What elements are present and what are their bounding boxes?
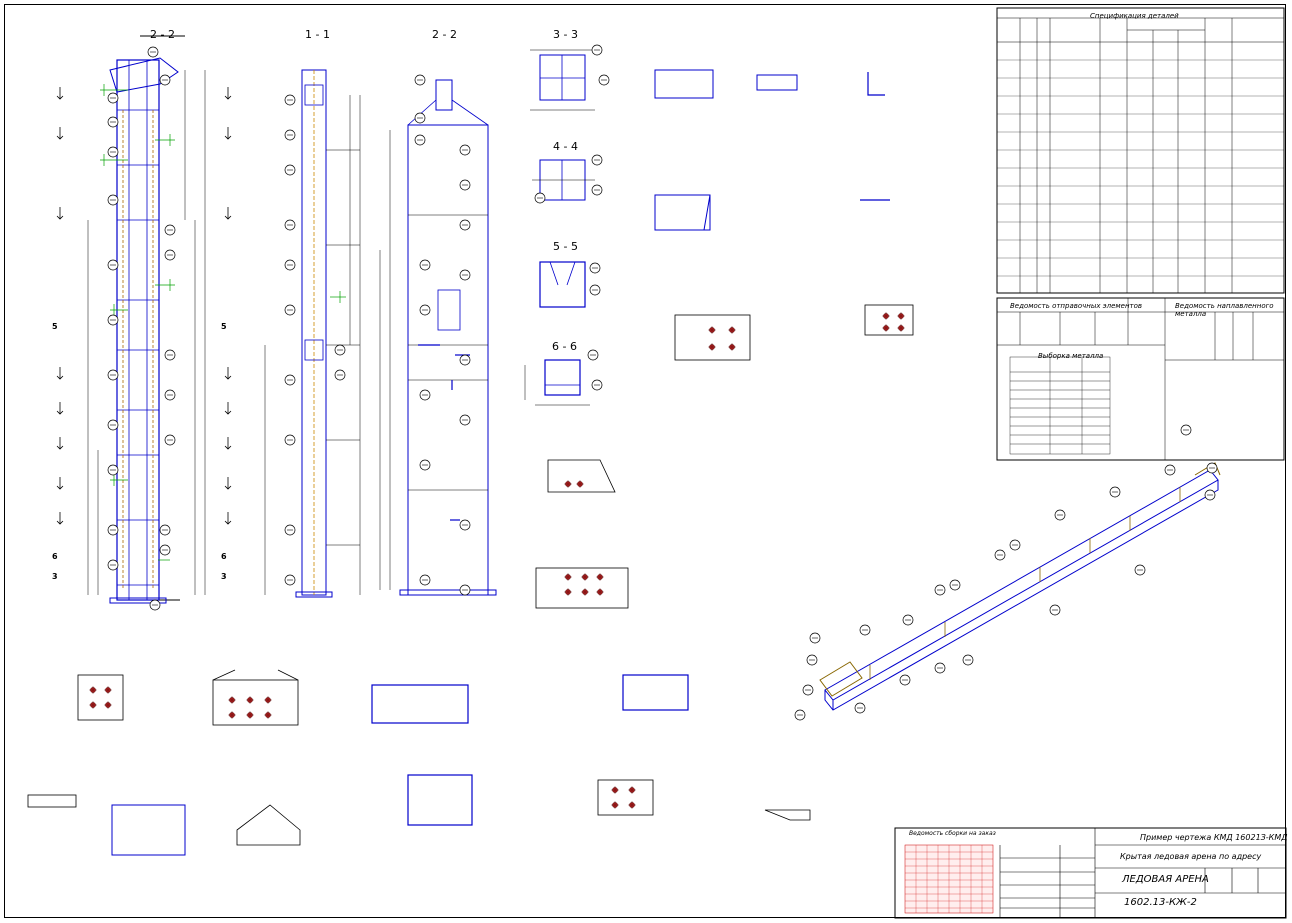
spec-table [996, 7, 1285, 294]
title-block-object: Крытая ледовая арена по адресу [1120, 852, 1262, 861]
stamp-grid [904, 844, 994, 914]
level-mark-3-left: 3 [52, 572, 58, 581]
title-block [894, 827, 1287, 919]
title-block-header: Пример чертежа КМД 16021З-КМД [1140, 833, 1288, 842]
section-3-3 [530, 49, 595, 111]
section-label-2-2: 2 - 2 [432, 28, 457, 41]
spec-table-rows [997, 59, 1284, 277]
callout-bubbles [107, 44, 1218, 721]
section-6-6 [524, 359, 590, 406]
sample-table-title: Выборка металла [1038, 352, 1104, 360]
detail-plates-middle [535, 69, 914, 609]
level-mark-6-left: 6 [52, 552, 58, 561]
elements-table [996, 297, 1285, 461]
title-block-doc-code: 1602.13-КЖ-2 [1124, 897, 1197, 908]
hole-markers [88, 311, 906, 810]
section-label-4-4: 4 - 4 [553, 140, 578, 153]
level-markers [56, 87, 232, 525]
section-5-5 [539, 261, 586, 308]
detail-small-brackets [860, 72, 890, 201]
level-mark-6-right: 6 [221, 552, 227, 561]
column-elevation-2-2 [379, 79, 497, 596]
level-mark-3-right: 3 [221, 572, 227, 581]
level-mark-5-right: 5 [221, 322, 227, 331]
section-label-5-5: 5 - 5 [553, 240, 578, 253]
elements-table-title: Ведомость отправочных элементов [1010, 302, 1143, 310]
sample-table [1009, 356, 1111, 455]
column-elevation-1-1 [264, 69, 361, 598]
title-block-object-name: ЛЕДОВАЯ АРЕНА [1122, 874, 1209, 885]
section-4-4 [532, 159, 595, 201]
column-elevation-left [87, 35, 206, 604]
drawing-frame [4, 4, 1286, 918]
section-label-3-3: 3 - 3 [553, 28, 578, 41]
welds-table-title: Ведомость наплавленного металла [1175, 302, 1274, 318]
section-label-6-6: 6 - 6 [552, 340, 577, 353]
section-label-1-1: 1 - 1 [305, 28, 330, 41]
spec-table-title: Спецификация деталей [1090, 12, 1179, 20]
isometric-column-view [819, 462, 1221, 711]
section-label-2-2-left: 2 - 2 [150, 28, 175, 41]
title-block-note: Ведомость сборки на заказ [909, 830, 996, 837]
level-mark-5-left: 5 [52, 322, 58, 331]
detail-plates-bottom [27, 669, 811, 856]
